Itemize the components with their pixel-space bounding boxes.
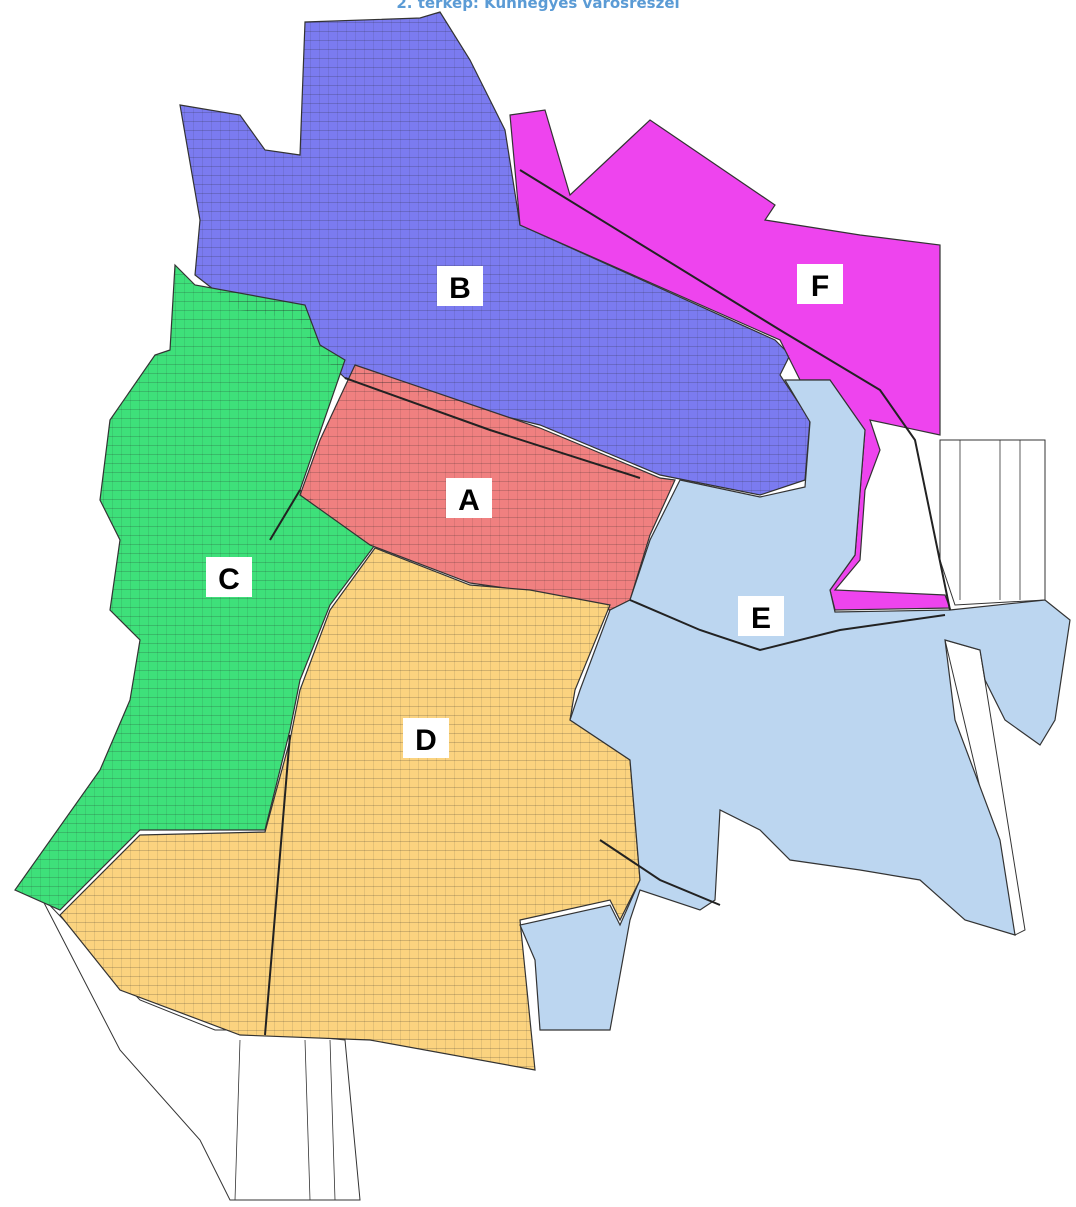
zone-label-b: B	[437, 266, 483, 306]
svg-text:C: C	[218, 563, 240, 596]
zone-label-c: C	[206, 557, 252, 597]
map-caption: 2. térkép: Kunhegyes városrészei	[396, 0, 680, 12]
road-lines	[264, 169, 951, 1036]
svg-text:F: F	[811, 270, 829, 303]
zone-label-d: D	[403, 718, 449, 758]
south-outskirt	[39, 894, 361, 1201]
zone-label-e: E	[738, 596, 784, 636]
parcel-hatching	[15, 12, 810, 1070]
svg-text:B: B	[449, 272, 471, 305]
east-outskirt	[939, 439, 1046, 606]
zone-labels: A B C D E F	[206, 264, 843, 758]
svg-text:A: A	[458, 484, 480, 517]
outskirt-parcels	[39, 439, 1046, 1201]
zone-e-area	[519, 379, 1071, 1031]
zone-label-a: A	[446, 478, 492, 518]
svg-text:E: E	[751, 602, 771, 635]
zone-label-f: F	[797, 264, 843, 304]
svg-text:D: D	[415, 724, 437, 757]
